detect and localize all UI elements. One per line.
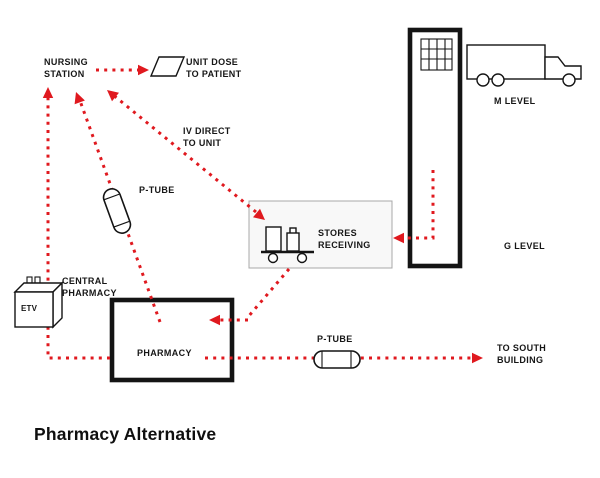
route-pharmacy-etv-nursing bbox=[42, 87, 110, 360]
diagram-title: Pharmacy Alternative bbox=[34, 424, 217, 444]
supply-cart-icon bbox=[261, 226, 314, 264]
route-pharmacy-ptube-nursing bbox=[74, 92, 162, 323]
label-central-pharmacy: CENTRAL PHARMACY bbox=[62, 276, 117, 298]
route-elevator-stores bbox=[393, 170, 435, 244]
label-p-tube-lower: P-TUBE bbox=[317, 334, 353, 344]
arrowhead-into-stores bbox=[253, 208, 265, 220]
elevator-car-icon bbox=[420, 38, 453, 71]
label-etv: ETV bbox=[21, 304, 38, 313]
truck-icon bbox=[466, 44, 582, 87]
label-p-tube-upper: P-TUBE bbox=[139, 185, 175, 195]
arrowhead-up-nursing-mid bbox=[74, 92, 85, 105]
unit-dose-parallelogram-icon bbox=[149, 56, 186, 77]
p-tube-capsule-upper-icon bbox=[102, 188, 132, 234]
arrowhead-up-nursing-left bbox=[42, 87, 54, 98]
arrowhead-right-south bbox=[472, 352, 483, 364]
route-stores-pharmacy bbox=[209, 268, 291, 326]
route-nursing-unitdose bbox=[96, 64, 149, 76]
arrowhead-up-nursing-right bbox=[107, 90, 119, 102]
arrowhead-right-unitdose bbox=[138, 64, 149, 76]
arrowhead-left-stores bbox=[393, 232, 404, 244]
label-stores-receiving: STORES RECEIVING bbox=[318, 228, 371, 250]
pharmacy-room-outline bbox=[109, 297, 235, 383]
etv-box-icon bbox=[13, 276, 64, 329]
label-to-south-building: TO SOUTH BUILDING bbox=[497, 343, 547, 365]
arrowhead-left-pharmacy bbox=[209, 314, 220, 326]
route-iv-direct bbox=[107, 90, 265, 220]
label-pharmacy: PHARMACY bbox=[137, 348, 192, 358]
label-g-level: G LEVEL bbox=[504, 241, 545, 251]
label-m-level: M LEVEL bbox=[494, 96, 536, 106]
label-nursing-station: NURSING STATION bbox=[44, 57, 88, 79]
label-iv-direct: IV DIRECT TO UNIT bbox=[183, 126, 231, 148]
p-tube-capsule-lower-icon bbox=[313, 350, 361, 369]
label-unit-dose: UNIT DOSE TO PATIENT bbox=[186, 57, 242, 79]
